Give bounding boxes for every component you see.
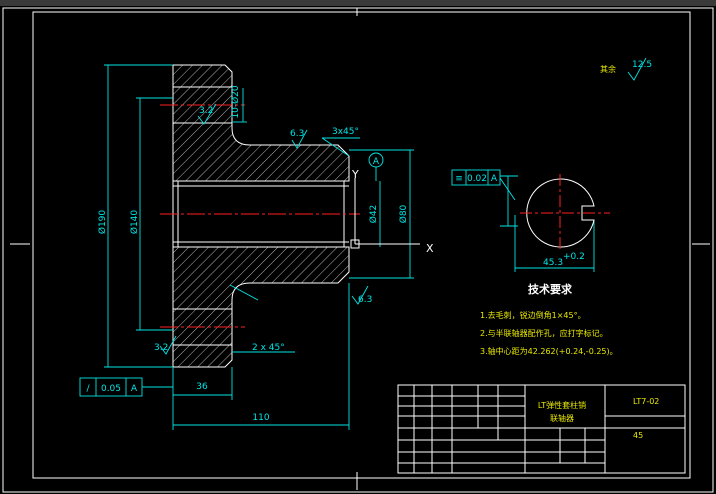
- outer-border: [2, 7, 714, 493]
- roughness-other-label: 其余: [600, 64, 616, 74]
- dimension-lines: [104, 64, 595, 430]
- dim-d140: Ø140: [129, 210, 140, 235]
- roughness-r4: 6.3: [358, 295, 372, 305]
- roughness-r1: 3.2: [199, 106, 213, 116]
- sym-value: 0.02: [467, 174, 487, 184]
- part-name-1: LT弹性套柱销: [538, 400, 586, 410]
- center-lines: [160, 104, 360, 328]
- runout-symbol: /: [86, 384, 90, 394]
- dim-chamfer-top: 3x45°: [332, 127, 359, 137]
- datum-label: A: [373, 157, 380, 167]
- sym-datum: A: [491, 174, 498, 184]
- material: 45: [633, 431, 643, 440]
- title-block: [397, 384, 686, 474]
- inner-border: [32, 11, 691, 479]
- tech-note-2: 2.与半联轴器配作孔，应打字标记。: [480, 328, 608, 338]
- dim-d42: Ø42: [368, 205, 379, 224]
- center-marks: [10, 8, 710, 490]
- window-top-bar: [0, 0, 716, 6]
- part-name-2: 联轴器: [550, 413, 574, 423]
- tech-title: 技术要求: [528, 282, 573, 296]
- dim-d80: Ø80: [398, 204, 409, 223]
- roughness-symbols: [159, 57, 647, 355]
- dim-len110: 110: [252, 413, 269, 423]
- sym-symbol: ≡: [455, 174, 463, 184]
- axis-y-label: Y: [351, 168, 359, 181]
- dim-len36: 36: [196, 382, 208, 392]
- end-view: [520, 174, 610, 252]
- dim-d190: Ø190: [97, 210, 108, 235]
- dim-chamfer-bottom: 2 x 45°: [252, 343, 285, 353]
- axis-x-label: X: [426, 242, 434, 255]
- dim-keyway-tol: +0.2: [563, 252, 585, 262]
- tech-note-3: 3.轴中心距为42.262(+0.24,-0.25)。: [480, 346, 618, 356]
- roughness-r3: 3.2: [154, 343, 168, 353]
- symmetry-tolerance-frame: [451, 169, 516, 201]
- roughness-general: 12.5: [632, 60, 652, 70]
- dim-bore-keyway: 10-Ø20: [230, 85, 241, 119]
- runout-value: 0.05: [101, 384, 121, 394]
- tech-note-1: 1.去毛刺，锐边倒角1×45°。: [480, 310, 586, 320]
- axes-indicator: [350, 178, 420, 249]
- drawing-no: LT7-02: [633, 397, 659, 406]
- section-hatch-lower: [172, 246, 350, 368]
- runout-tolerance-frame: [79, 377, 173, 397]
- runout-datum: A: [131, 384, 138, 394]
- roughness-r2: 6.3: [290, 129, 304, 139]
- dim-keyway-width: 45.3: [543, 258, 563, 268]
